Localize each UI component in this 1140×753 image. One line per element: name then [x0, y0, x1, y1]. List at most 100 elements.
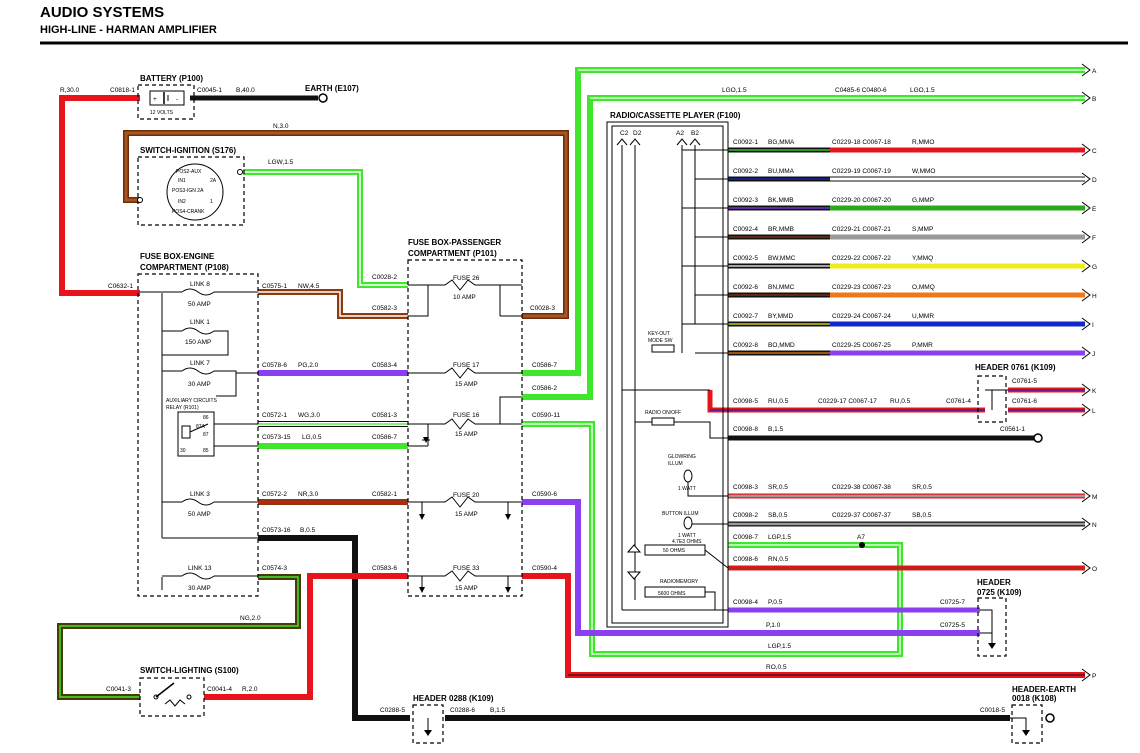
rl-ru05: RU,0.5	[768, 398, 789, 405]
link1-amp: 150 AMP	[185, 339, 211, 346]
lbl-c0575: C0575-1	[262, 283, 287, 290]
lbl-c0586-7b: C0586-7	[372, 434, 397, 441]
lbl-c0818: C0818-1	[110, 87, 135, 94]
ign-pin-2a: 2A	[210, 178, 217, 184]
wire-lgp15-tracer	[522, 423, 901, 655]
edge-label-c: C	[1092, 148, 1097, 155]
lbl-lgp15: LGP,1.5	[768, 643, 791, 650]
radio-output-labels: C0092-1 BG,MMA C0229-18 C0067-18 R,MMO C…	[733, 139, 935, 349]
rl-sr05: SR,0.5	[768, 484, 788, 491]
battery-plus: +	[153, 96, 157, 103]
fuse17-name: FUSE 17	[453, 362, 480, 369]
keyout-label-1: KEY-OUT	[648, 331, 670, 337]
lbl-pg20: PG,2.0	[298, 362, 319, 369]
lbl-c0582-3: C0582-3	[372, 305, 397, 312]
wire-r30	[59, 95, 140, 296]
lbl-c0041-3: C0041-3	[106, 686, 131, 693]
rl-rn05: RN,0.5	[768, 556, 789, 563]
ro-w2-4: Y,MMQ	[912, 255, 933, 262]
edge-j: J	[1081, 346, 1095, 360]
wire-lgw15	[243, 169, 408, 288]
wire-ng20-tracer	[59, 576, 299, 698]
rl-c0761-6: C0761-6	[1012, 398, 1037, 405]
lbl-c0288-6: C0288-6	[450, 707, 475, 714]
lbl-c0028-3: C0028-3	[530, 305, 555, 312]
ign-in2: IN2	[178, 199, 186, 205]
radio-pin-b2: B2	[691, 130, 699, 137]
lbl-b40: B,40.0	[236, 87, 255, 94]
link1-name: LINK 1	[190, 319, 210, 326]
lbl-b15: B,1.5	[490, 707, 506, 714]
wire-r20	[204, 573, 408, 700]
lbl-c0581: C0581-3	[372, 412, 397, 419]
lbl-ro05: RO,0.5	[766, 664, 787, 671]
wire-ng20	[57, 574, 301, 700]
edge-f: F	[1081, 230, 1096, 244]
edge-p: P	[1081, 668, 1096, 682]
earth-e107-label: EARTH (E107)	[305, 84, 359, 93]
link13-amp: 30 AMP	[188, 585, 211, 592]
rl-sr05b: SR,0.5	[912, 484, 932, 491]
lbl-c0572-1: C0572-1	[262, 412, 287, 419]
wire-n30-inner	[124, 131, 568, 318]
rl-c0725-7: C0725-7	[940, 599, 965, 606]
link8-name: LINK 8	[190, 281, 210, 288]
ro-c1-4: C0092-5	[733, 255, 758, 262]
lbl-c0586-7: C0586-7	[532, 362, 557, 369]
ign-pos4: POS4-CRANK	[172, 209, 205, 215]
fuse-26: FUSE 26 10 AMP	[408, 275, 522, 317]
lbl-c0573-15: C0573-15	[262, 434, 291, 441]
edge-d: D	[1081, 172, 1097, 186]
ign-in1: IN1	[178, 178, 186, 184]
ro-w2-3: S,MMP	[912, 226, 933, 233]
fusebox-engine-label-1: FUSE BOX-ENGINE	[140, 252, 215, 261]
ign-pos2: POS2-AUX	[176, 169, 202, 175]
lbl-lg05: LG,0.5	[302, 434, 322, 441]
ro-c2-2: C0229-20 C0067-20	[832, 197, 891, 204]
fuse16-name: FUSE 16	[453, 412, 480, 419]
edge-label-o: O	[1092, 566, 1097, 573]
rl-b15: B,1.5	[768, 426, 784, 433]
edge-b: B	[1081, 91, 1096, 105]
lbl-c0586-2: C0586-2	[532, 385, 557, 392]
ro-c1-1: C0092-2	[733, 168, 758, 175]
wire-nw45	[258, 289, 408, 319]
keyout-label-2: MODE SW	[648, 338, 673, 344]
fuse20-amp: 15 AMP	[455, 511, 478, 518]
edge-label-m: M	[1092, 494, 1097, 501]
edge-i: I	[1081, 317, 1094, 331]
lbl-c0590-6: C0590-6	[532, 491, 557, 498]
wire-labels: R,30.0 C0818-1 C0045-1 B,40.0 N,3.0 LGW,…	[60, 87, 1005, 714]
lbl-c0583-6: C0583-6	[372, 565, 397, 572]
link-7: LINK 7 30 AMP	[162, 360, 258, 397]
edge-label-d: D	[1092, 177, 1097, 184]
header-0725-label-2: 0725 (K109)	[977, 588, 1022, 597]
diagram-title: AUDIO SYSTEMS	[40, 4, 164, 21]
relay-pin-85: 85	[203, 448, 209, 454]
rl-lgp15: LGP,1.5	[768, 534, 791, 541]
ro-w2-0: R,MMO	[912, 139, 934, 146]
ro-w1-1: BU,MMA	[768, 168, 795, 175]
edge-label-j: J	[1092, 351, 1095, 358]
ro-c1-2: C0092-3	[733, 197, 758, 204]
radio-pin-c2: C2	[620, 130, 629, 137]
lbl-c0590-11: C0590-11	[532, 412, 560, 419]
wires	[57, 67, 1085, 721]
edge-label-p: P	[1092, 673, 1096, 680]
link-1: LINK 1 150 AMP	[162, 319, 229, 356]
rl-sb05: SB,0.5	[768, 512, 788, 519]
switch-ignition: SWITCH-IGNITION (S176) POS2-AUX IN1 POS3…	[137, 146, 245, 226]
link13-name: LINK 13	[188, 565, 212, 572]
fuse20-name: FUSE 20	[453, 492, 480, 499]
link7-name: LINK 7	[190, 360, 210, 367]
ign-pin-1: 1	[210, 199, 213, 205]
glowring-watt: 1 WATT	[678, 486, 696, 492]
fuse-20: FUSE 20 15 AMP	[408, 492, 522, 520]
lbl-nw45: NW,4.5	[298, 283, 320, 290]
earth-e107-terminal	[318, 93, 328, 103]
c0561-terminal	[1033, 433, 1043, 443]
rl-c0229-17: C0229-17 C0067-17	[818, 398, 877, 405]
lbl-wg30: WG,3.0	[298, 412, 320, 419]
lbl-lgo15b: LGO,1.5	[910, 87, 935, 94]
lbl-b05: B,0.5	[300, 527, 316, 534]
